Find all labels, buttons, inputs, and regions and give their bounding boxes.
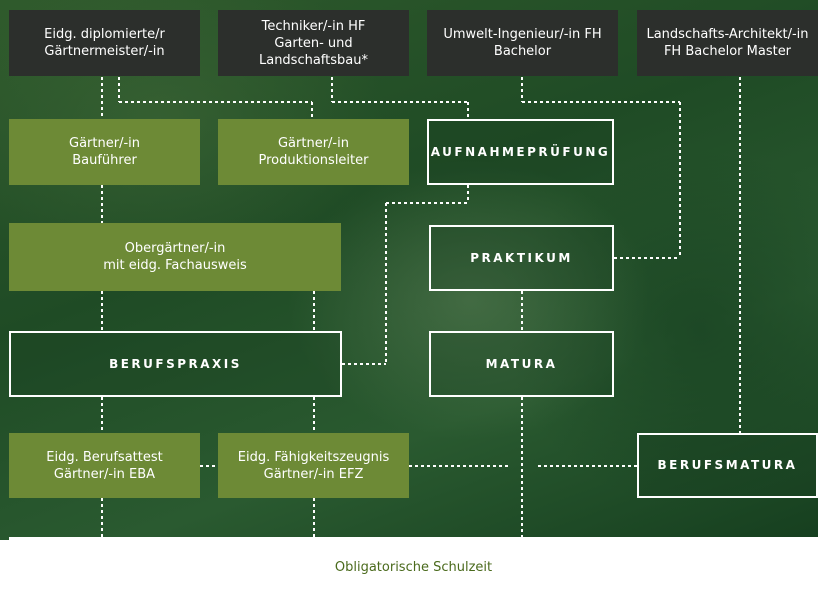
box-matura: MATURA xyxy=(429,331,614,397)
box-obergaertner: Obergärtner/-in mit eidg. Fachausweis xyxy=(9,223,341,291)
box-label: Gärtner/-in Produktionsleiter xyxy=(258,136,369,168)
box-landschafts-architekt: Landschafts-Architekt/-in FH Bachelor Ma… xyxy=(637,10,818,76)
box-label: Umwelt-Ingenieur/-in FH Bachelor xyxy=(443,27,602,59)
box-label: Techniker/-in HF Garten- und Landschafts… xyxy=(258,18,368,68)
box-gaertnermeister: Eidg. diplomierte/r Gärtnermeister/-in xyxy=(9,10,200,76)
box-label: BERUFSPRAXIS xyxy=(109,356,242,371)
box-label: Eidg. diplomierte/r Gärtnermeister/-in xyxy=(44,27,165,59)
box-label: Landschafts-Architekt/-in FH Bachelor Ma… xyxy=(646,27,809,59)
box-gaertner-produktionsleiter: Gärtner/-in Produktionsleiter xyxy=(218,119,409,185)
box-label: BERUFSMATURA xyxy=(657,458,798,472)
box-label: Eidg. Fähigkeitszeugnis Gärtner/-in EFZ xyxy=(237,449,390,482)
box-berufspraxis: BERUFSPRAXIS xyxy=(9,331,342,397)
box-label: PRAKTIKUM xyxy=(470,250,573,265)
box-praktikum: PRAKTIKUM xyxy=(429,225,614,291)
box-berufsmatura: BERUFSMATURA xyxy=(637,433,818,498)
box-aufnahmepruefung: AUFNAHMEPRÜFUNG xyxy=(427,119,614,185)
footer-obligatorische-schulzeit: Obligatorische Schulzeit xyxy=(9,537,818,597)
box-label: Obergärtner/-in mit eidg. Fachausweis xyxy=(103,241,247,273)
connector-lines xyxy=(0,0,818,540)
box-faehigkeitszeugnis-efz: Eidg. Fähigkeitszeugnis Gärtner/-in EFZ xyxy=(218,433,409,498)
box-label: Gärtner/-in Bauführer xyxy=(69,136,140,168)
box-gaertner-baufuehrer: Gärtner/-in Bauführer xyxy=(9,119,200,185)
box-techniker-hf: Techniker/-in HF Garten- und Landschafts… xyxy=(218,10,409,76)
box-label: MATURA xyxy=(485,356,558,371)
box-label: Eidg. Berufsattest Gärtner/-in EBA xyxy=(46,449,163,482)
footer-label: Obligatorische Schulzeit xyxy=(334,559,493,575)
box-umwelt-ingenieur: Umwelt-Ingenieur/-in FH Bachelor xyxy=(427,10,618,76)
box-label: AUFNAHMEPRÜFUNG xyxy=(430,144,611,159)
diagram-background: Eidg. diplomierte/r Gärtnermeister/-in T… xyxy=(0,0,818,540)
box-berufsattest-eba: Eidg. Berufsattest Gärtner/-in EBA xyxy=(9,433,200,498)
